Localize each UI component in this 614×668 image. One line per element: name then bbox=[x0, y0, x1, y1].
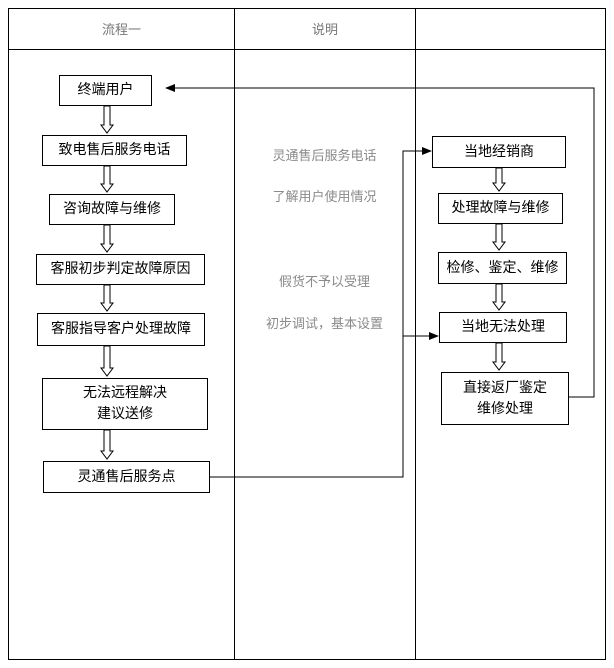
node-handle-fault: 处理故障与维修 bbox=[438, 193, 563, 224]
node-consult-fault-repair: 咨询故障与维修 bbox=[49, 194, 175, 225]
node-terminal-user: 终端用户 bbox=[59, 75, 152, 106]
node-inspect-repair: 检修、鉴定、维修 bbox=[438, 252, 567, 284]
node-remote-unsolvable-line2: 建议送修 bbox=[97, 406, 153, 422]
note-service-hotline: 灵通售后服务电话 bbox=[272, 149, 377, 164]
flow-arrow-left-2 bbox=[100, 165, 114, 193]
flow-arrow-left-5 bbox=[100, 345, 114, 377]
flow-arrow-right-1 bbox=[492, 167, 506, 192]
flow-arrow-right-4 bbox=[492, 342, 506, 371]
note-user-usage: 了解用户使用情况 bbox=[272, 190, 377, 205]
node-unable-locally: 当地无法处理 bbox=[439, 312, 567, 343]
flow-arrow-left-4 bbox=[100, 284, 114, 312]
node-remote-unsolvable-line1: 无法远程解决 bbox=[83, 385, 167, 401]
note-initial-setup: 初步调试，基本设置 bbox=[265, 317, 383, 332]
node-service-point: 灵通售后服务点 bbox=[43, 461, 210, 493]
node-initial-diagnosis: 客服初步判定故障原因 bbox=[36, 254, 205, 285]
connector-service-to-dealer bbox=[210, 147, 432, 478]
column-header-1: 流程一 bbox=[101, 23, 141, 38]
flow-arrow-left-1 bbox=[100, 105, 114, 134]
node-guide-customer: 客服指导客户处理故障 bbox=[37, 313, 205, 346]
node-return-factory-line1: 直接返厂鉴定 bbox=[463, 379, 547, 396]
flow-arrow-right-3 bbox=[492, 283, 506, 311]
flow-arrow-left-3 bbox=[100, 224, 114, 253]
node-local-dealer: 当地经销商 bbox=[432, 136, 566, 168]
note-counterfeit: 假货不予以受理 bbox=[278, 275, 370, 290]
column-header-3 bbox=[416, 8, 605, 49]
flow-arrow-left-6 bbox=[100, 429, 114, 460]
node-return-factory-line2: 维修处理 bbox=[477, 400, 533, 417]
table-frame bbox=[8, 8, 606, 660]
node-return-factory: 直接返厂鉴定 维修处理 bbox=[441, 372, 569, 425]
node-call-service-hotline: 致电售后服务电话 bbox=[42, 135, 187, 166]
column-header-2: 说明 bbox=[311, 23, 338, 38]
flow-arrow-right-2 bbox=[492, 223, 506, 251]
node-remote-unsolvable: 无法远程解决 建议送修 bbox=[42, 378, 208, 430]
connector-return-to-user bbox=[165, 84, 595, 398]
